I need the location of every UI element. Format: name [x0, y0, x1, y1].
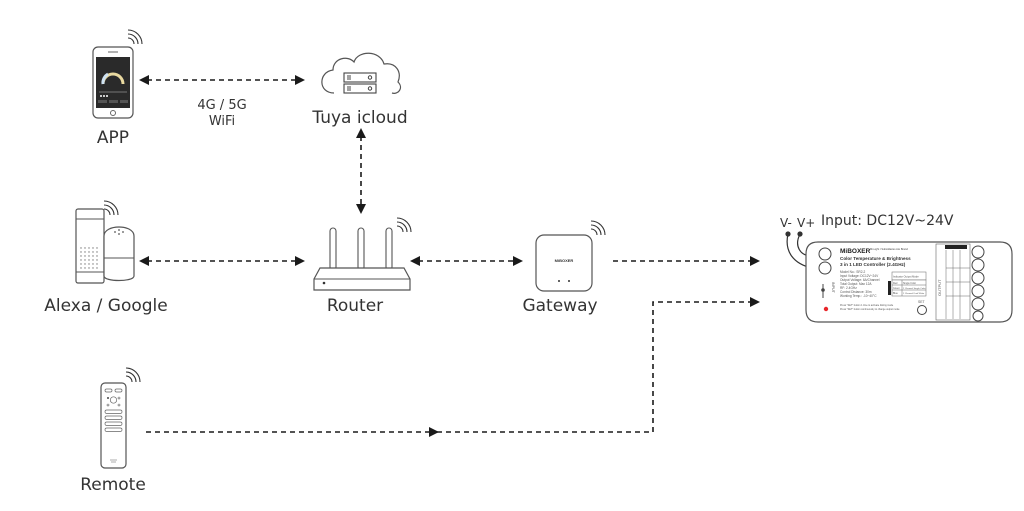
- v-minus-label: V-: [780, 216, 792, 230]
- controller-note: Press "SET" button continuously to chang…: [840, 308, 900, 311]
- led-controller-device: [805, 241, 1013, 323]
- cloud-label: Tuya icloud: [312, 108, 408, 128]
- set-button-glyph: [917, 305, 927, 315]
- controller-spec: Output Voltage: 6A/Channel: [840, 278, 880, 282]
- controller-spec: Model No.: SR2-2: [840, 270, 866, 274]
- wifi-signal-icon: [125, 367, 141, 383]
- controller-spec: RF: 2.4GHz: [840, 286, 857, 290]
- controller-spec: Total Output: Max 12A: [840, 282, 872, 286]
- smart-speaker-icon: [75, 208, 135, 284]
- controller-brand-sub: Mi-Light / Subsidiaries Are Brand: [870, 247, 908, 251]
- wifi-signal-icon: [127, 29, 143, 45]
- wifi-signal-icon: [590, 220, 606, 236]
- input-side-label: INPUT: [831, 282, 835, 294]
- input-voltage-label: Input: DC12V~24V: [821, 213, 954, 229]
- set-label: SET: [918, 300, 925, 304]
- indicator-mode: 2 Channel Dual White: [903, 292, 925, 295]
- remote-control-icon: [100, 382, 127, 469]
- phone-icon: [92, 46, 134, 119]
- v-plus-label: V+: [797, 216, 816, 230]
- controller-brand: MiBOXER: [840, 248, 871, 255]
- router-icon: [313, 227, 411, 291]
- controller-spec: Control Distance: 30m: [840, 290, 872, 294]
- wifi-signal-icon: [103, 200, 119, 216]
- indicator-color: Red: [893, 282, 898, 285]
- app-label: APP: [96, 128, 130, 148]
- controller-title-2: 3 in 1 LED Controller (2.4GHz): [840, 262, 906, 267]
- controller-spec: Input Voltage: DC12V~24V: [840, 274, 879, 278]
- alexa-google-label: Alexa / Google: [44, 296, 168, 316]
- cloud-server-icon: [321, 52, 402, 94]
- indicator-mode: Single Color: [903, 282, 916, 285]
- gateway-label: Gateway: [522, 296, 598, 316]
- gateway-icon: [535, 234, 593, 292]
- remote-label: Remote: [80, 475, 146, 495]
- network-label-wifi: WiFi: [208, 114, 236, 129]
- connector-remote-controller: [437, 297, 760, 433]
- indicator-color: Blue: [893, 292, 898, 295]
- controller-note: Press "SET" button 1 time to activate li…: [840, 304, 894, 307]
- router-label: Router: [326, 296, 384, 316]
- indicator-color: Green: [893, 287, 900, 290]
- status-led: [823, 306, 829, 312]
- indicator-header: Indicator Output Mode: [893, 275, 919, 279]
- output-side-label: OUTPUT: [937, 279, 942, 296]
- gateway-brand: MiBOXER: [555, 258, 574, 263]
- controller-title-1: Color Temperature & Brightness: [840, 256, 911, 261]
- indicator-mode: 2 Channel Single Color: [903, 287, 926, 290]
- wifi-signal-icon: [396, 217, 412, 233]
- controller-spec: Working Temp.: -10~40°C: [840, 294, 877, 298]
- network-label-cellular: 4G / 5G: [197, 98, 247, 113]
